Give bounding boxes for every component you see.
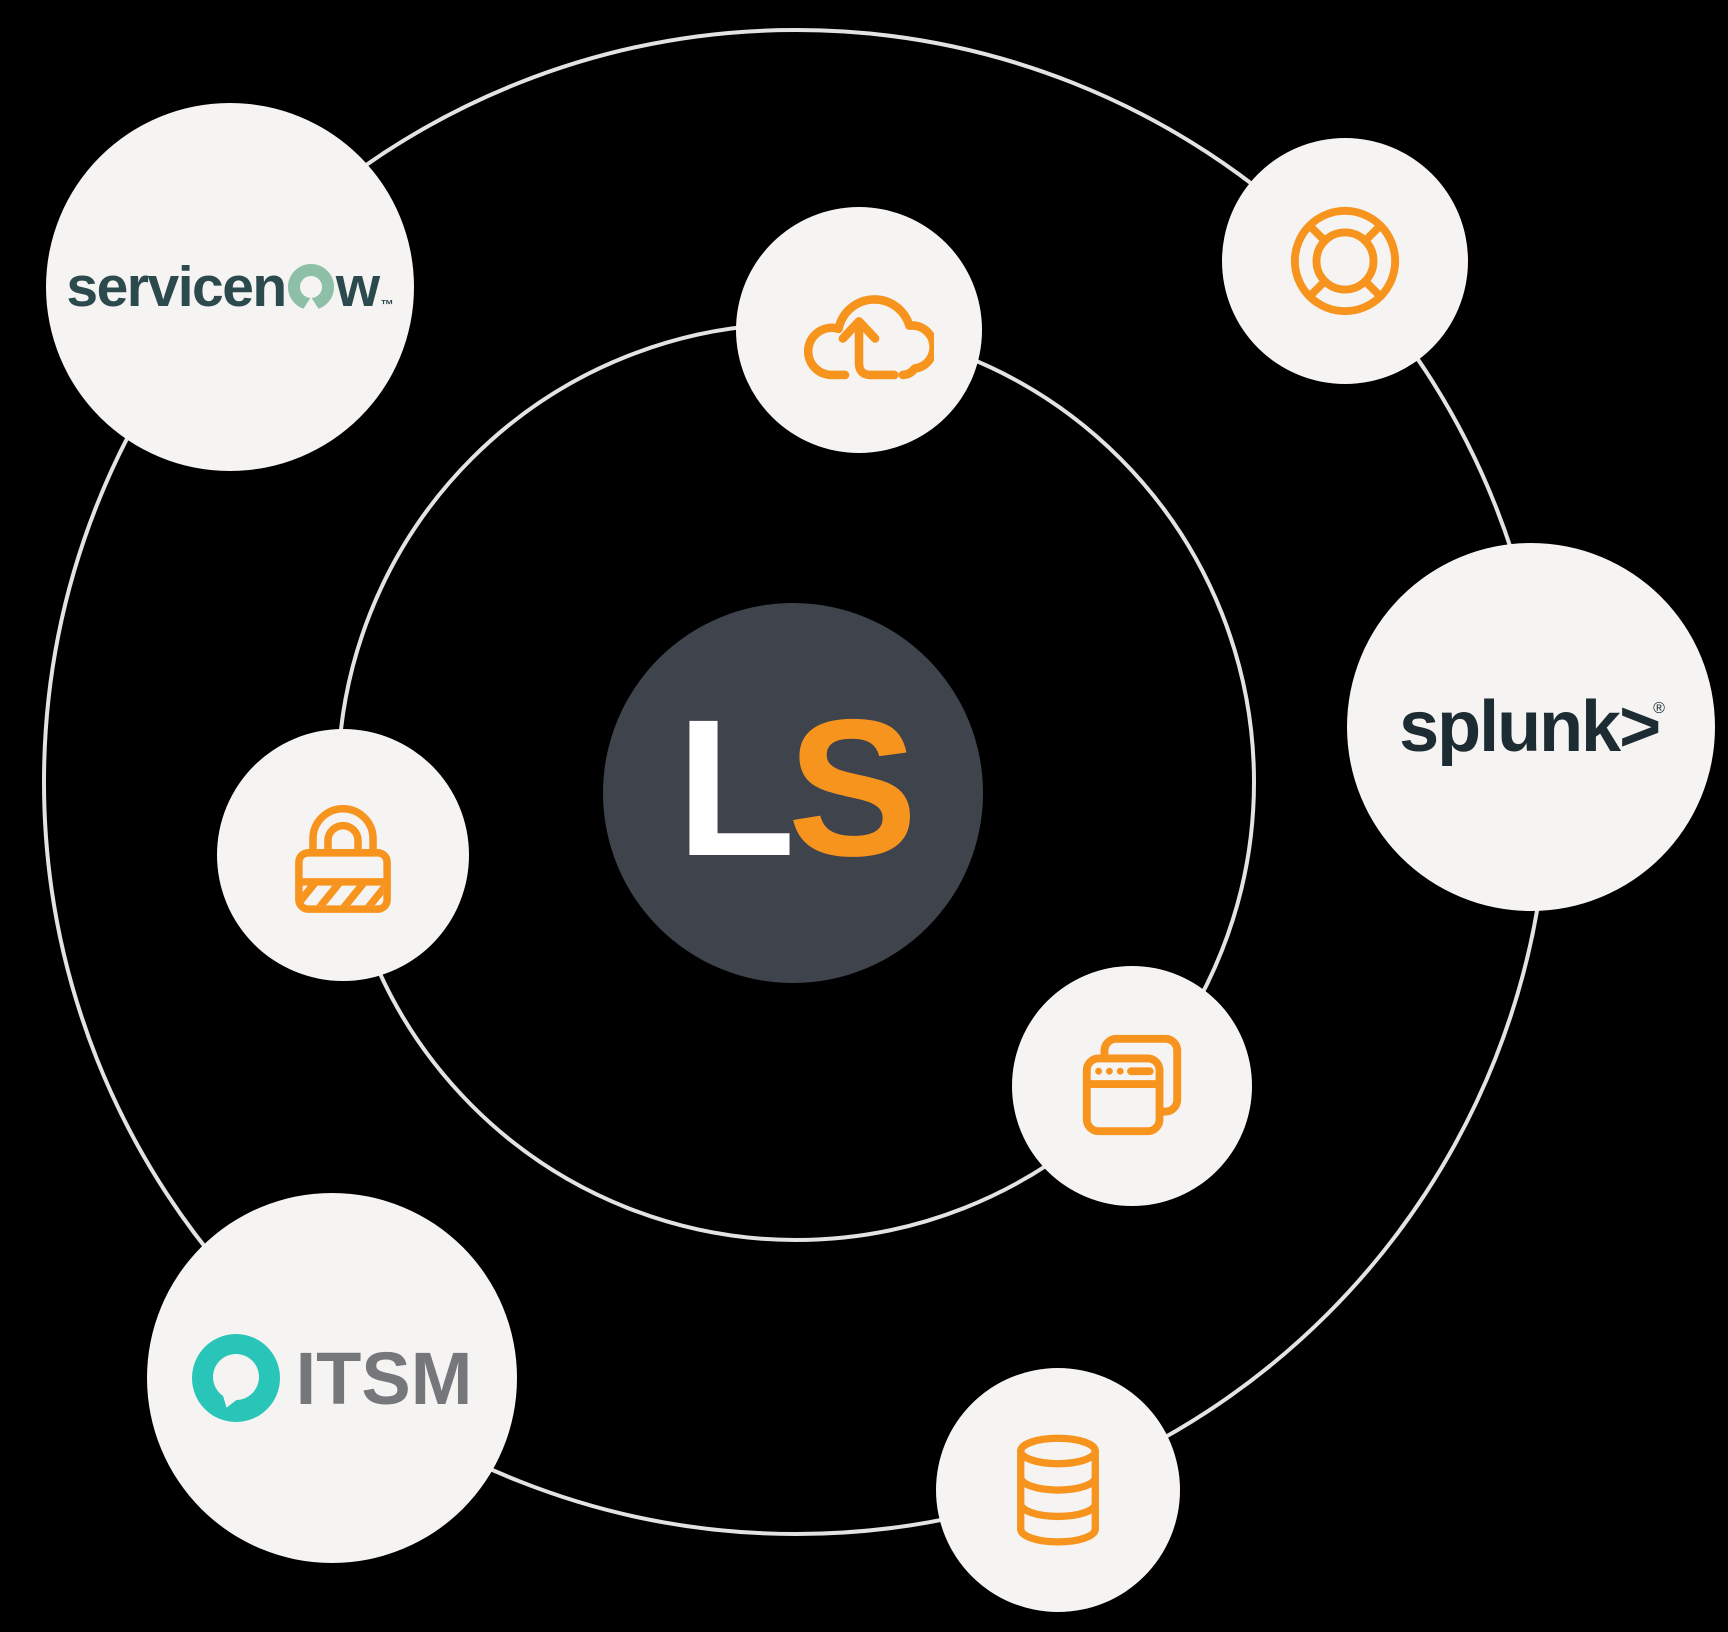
splunk-logo: splunk>® <box>1399 686 1665 768</box>
servicenow-logo: servicen w ™ <box>66 254 393 320</box>
splunk-node: splunk>® <box>1347 543 1715 911</box>
splunk-chevron: > <box>1619 687 1661 767</box>
servicenow-text-left: servicen <box>66 255 287 319</box>
browser-windows-node <box>1012 966 1252 1206</box>
cloud-upload-icon <box>803 295 934 380</box>
itsm-text: ITSM <box>295 1336 473 1420</box>
servicenow-o-icon <box>287 264 334 311</box>
servicenow-text-right: w <box>335 255 380 319</box>
cloud-upload-node <box>736 207 982 453</box>
ls-logo: LS <box>676 690 917 886</box>
servicenow-o-notch <box>301 297 320 311</box>
padlock-icon <box>295 805 391 914</box>
itsm-node: ITSM <box>147 1193 517 1563</box>
splunk-registered-mark: ® <box>1653 700 1665 717</box>
speech-bubble-hole <box>212 1354 259 1400</box>
database-icon <box>1017 1434 1099 1546</box>
itsm-logo: ITSM <box>191 1334 473 1422</box>
ls-logo-l: L <box>676 678 795 897</box>
database-node <box>936 1368 1180 1612</box>
ls-logo-s: S <box>787 678 918 897</box>
center-logo-circle: LS <box>603 603 983 983</box>
lock-node <box>217 729 469 981</box>
life-ring-icon <box>1290 206 1400 316</box>
browser-windows-icon <box>1082 1034 1182 1136</box>
splunk-text: splunk <box>1399 687 1621 767</box>
servicenow-trademark: ™ <box>380 297 394 312</box>
speech-bubble-icon <box>191 1334 280 1422</box>
servicenow-node: servicen w ™ <box>46 103 414 471</box>
life-ring-node <box>1222 138 1468 384</box>
